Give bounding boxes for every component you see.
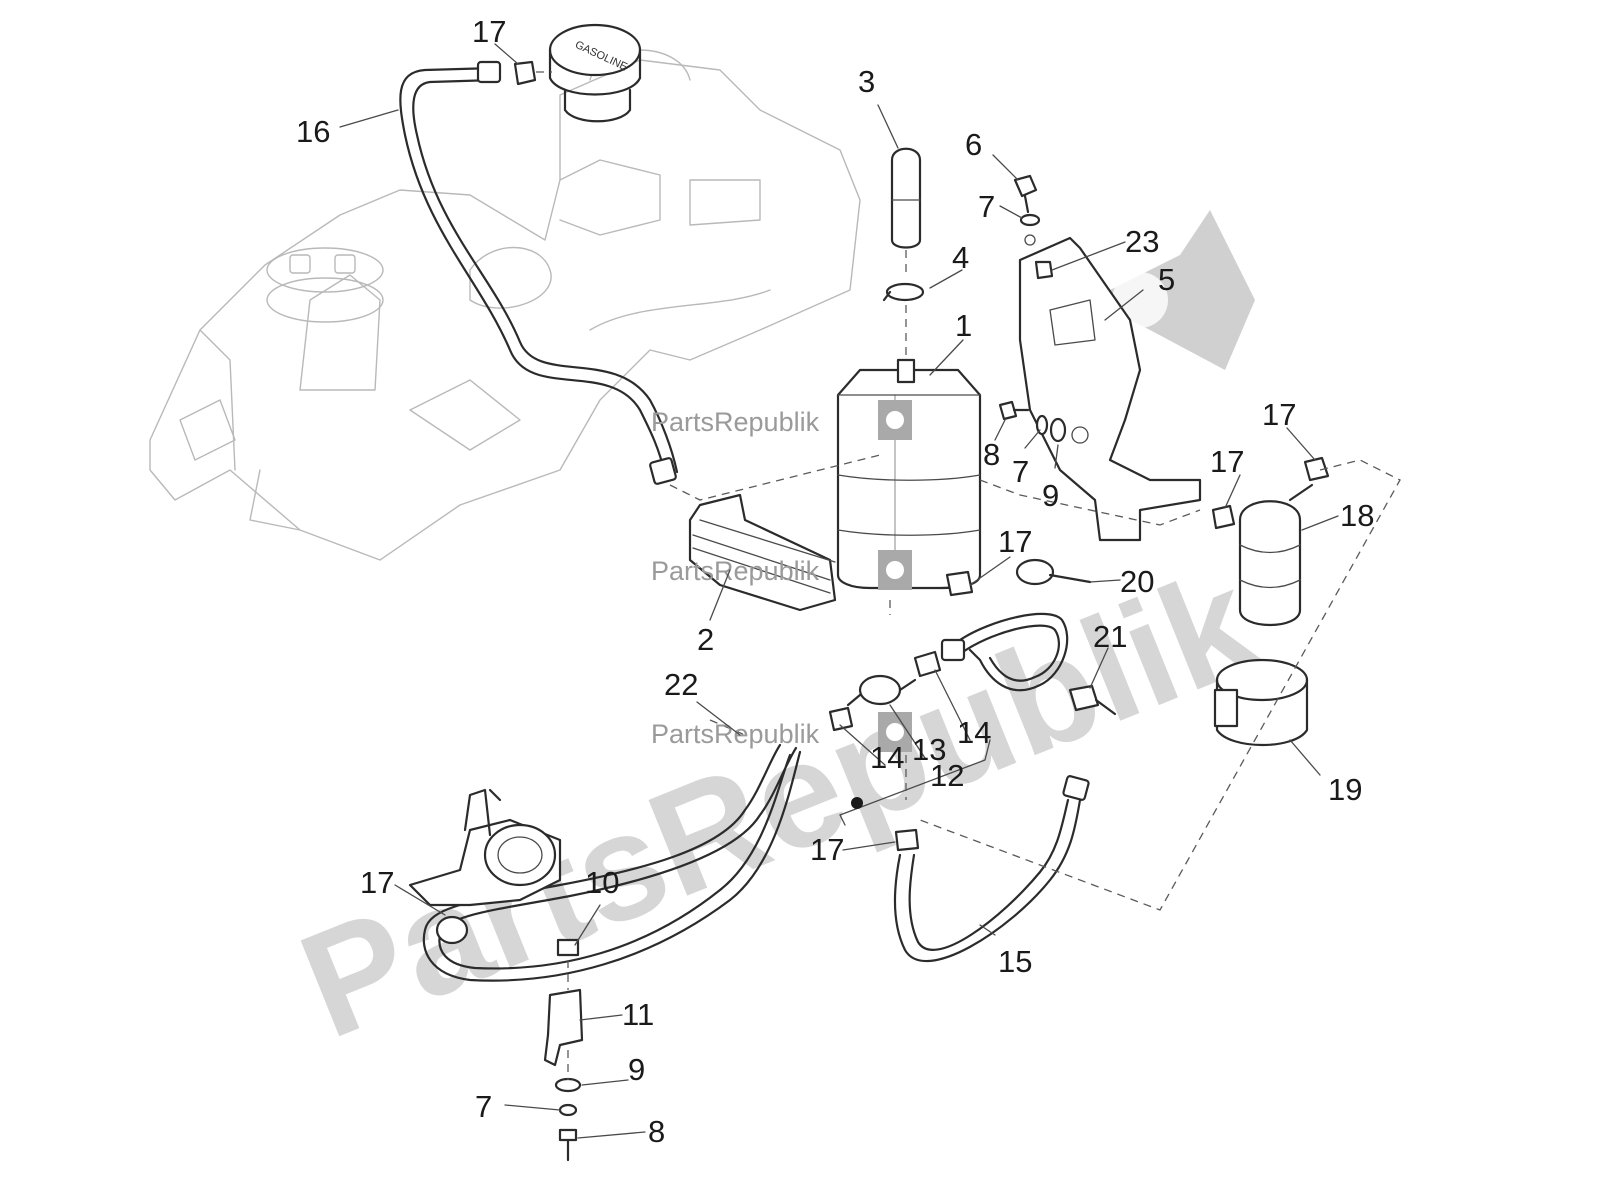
- label-part-6: 6: [965, 127, 982, 162]
- washer-7-bottom: [558, 1103, 578, 1117]
- bracket-2: [688, 493, 837, 612]
- label-part-19: 19: [1328, 772, 1362, 807]
- leader-lines: [339, 43, 1339, 1139]
- bolt-8-bottom: [558, 1128, 578, 1162]
- label-part-14a: 14: [957, 715, 991, 750]
- clamp-20: [1015, 558, 1092, 586]
- watermark-small-3: PartsRepublik: [651, 712, 912, 752]
- label-part-7-upper: 7: [978, 189, 995, 224]
- label-part-17-center: 17: [998, 524, 1032, 559]
- tank-cap: GASOLINE: [548, 23, 642, 123]
- label-part-15: 15: [998, 944, 1032, 979]
- leader-dashed-22: [709, 719, 746, 736]
- label-part-20: 20: [1120, 564, 1154, 599]
- gear-icon-hole: [886, 561, 904, 579]
- label-part-11: 11: [622, 997, 654, 1032]
- dashed-assembly-lines: [669, 454, 1401, 911]
- clamp-17-left: [435, 915, 469, 945]
- watermark-small-text-3: PartsRepublik: [651, 719, 820, 749]
- label-part-8-bottom: 8: [648, 1114, 665, 1149]
- watermark-small-2: PartsRepublik: [651, 550, 912, 590]
- label-part-17-right-lower: 17: [1210, 444, 1244, 479]
- clamp-17-right: [1211, 456, 1330, 530]
- nut-23: [1034, 260, 1054, 280]
- label-part-13: 13: [912, 732, 946, 767]
- bracket-12-lines: [839, 739, 991, 826]
- label-part-23: 23: [1125, 224, 1159, 259]
- washer-9-mid: [1049, 417, 1067, 443]
- bolt-6: [1013, 174, 1038, 214]
- washer-7-mid: [1035, 414, 1049, 436]
- label-part-17-right-upper: 17: [1262, 397, 1296, 432]
- label-part-8-mid: 8: [983, 437, 1000, 472]
- clamp-17-bottom: [894, 828, 920, 852]
- label-part-4: 4: [952, 240, 969, 275]
- label-part-9-mid: 9: [1042, 478, 1059, 513]
- washer-9-bottom: [554, 1077, 582, 1093]
- label-part-10: 10: [585, 865, 619, 900]
- watermark-gear-icon: [1090, 210, 1255, 370]
- gear-icon-hole: [886, 411, 904, 429]
- clamp-17-top: [513, 60, 552, 86]
- label-part-17-left: 17: [360, 865, 394, 900]
- valve-13: [828, 650, 942, 732]
- washer-7-upper: [1019, 213, 1041, 227]
- hose-16: [399, 60, 679, 485]
- label-part-9-bottom: 9: [628, 1052, 645, 1087]
- watermark-small-1: PartsRepublik: [651, 400, 912, 440]
- label-part-7-mid: 7: [1012, 454, 1029, 489]
- label-part-3: 3: [858, 64, 875, 99]
- canister-1: [836, 358, 982, 590]
- label-part-21: 21: [1093, 619, 1127, 654]
- spacer-10: [556, 938, 580, 957]
- fuel-tank: [149, 49, 861, 561]
- watermark-small-text-1: PartsRepublik: [651, 407, 820, 437]
- bullet-dot: [851, 797, 863, 809]
- label-part-2: 2: [697, 622, 714, 657]
- label-part-17-bottom: 17: [810, 832, 844, 867]
- fitting-21: [1068, 684, 1117, 716]
- gear-icon-hole: [886, 723, 904, 741]
- label-part-22: 22: [664, 667, 698, 702]
- tube-3: [890, 147, 922, 275]
- label-part-7-bottom: 7: [475, 1089, 492, 1124]
- clamp-4: [882, 282, 925, 370]
- bracket-5: [1018, 234, 1202, 542]
- ring-19: [1213, 658, 1309, 746]
- holder-11: [543, 988, 584, 1067]
- hose-15: [893, 775, 1090, 963]
- watermark-small-text-2: PartsRepublik: [651, 556, 820, 586]
- part-number-labels: 1 2 3 4 5 6 7 7 7 8 8 9 9 10 11 12 13 14…: [296, 14, 1374, 1149]
- throttle-body: [408, 788, 562, 907]
- label-part-5: 5: [1158, 262, 1175, 297]
- label-part-12: 12: [930, 758, 964, 793]
- label-part-16: 16: [296, 114, 330, 149]
- label-part-14b: 14: [870, 740, 904, 775]
- bolt-8-mid: [998, 400, 1030, 421]
- label-part-1: 1: [955, 308, 972, 343]
- label-part-18: 18: [1340, 498, 1374, 533]
- filter-18: [1238, 483, 1314, 627]
- label-part-17-top: 17: [472, 14, 506, 49]
- hose-loop: [940, 570, 1069, 692]
- watermark-large-text: PartsRepublik: [279, 536, 1278, 1070]
